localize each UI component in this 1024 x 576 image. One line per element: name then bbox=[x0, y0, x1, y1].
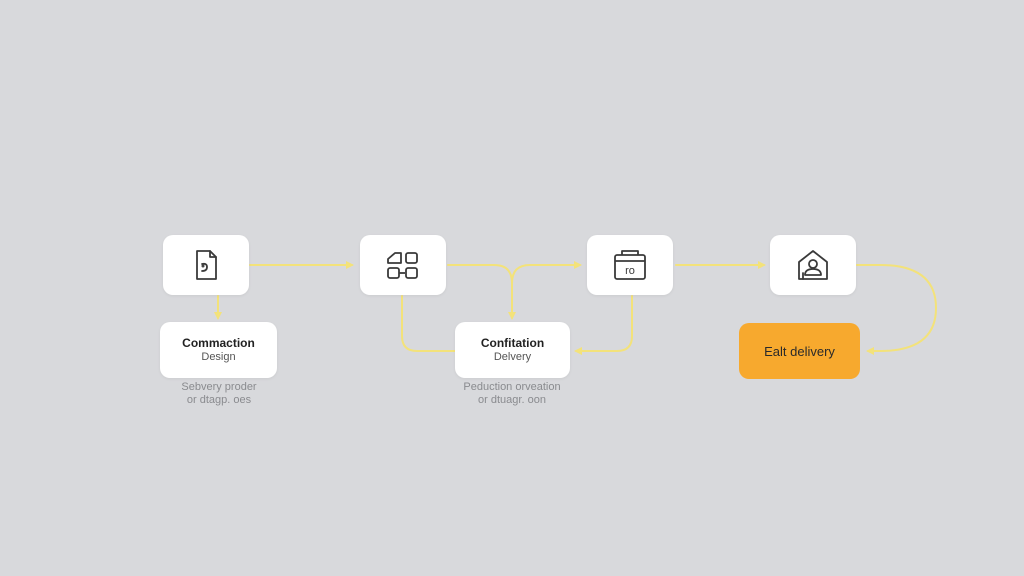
step-1-node bbox=[163, 235, 249, 295]
design-caption: Sebvery proder or dtagp. oes bbox=[149, 381, 289, 407]
confirmation-caption-line-2: or dtuagr. oon bbox=[478, 394, 546, 406]
confirmation-subtitle: Delvery bbox=[493, 351, 532, 363]
step-2-node bbox=[360, 235, 446, 295]
confirmation-title: Confitation bbox=[480, 336, 545, 350]
confirmation-label-box: Confitation Delvery bbox=[455, 322, 570, 378]
confirmation-caption-line-1: Peduction orveation bbox=[463, 381, 561, 393]
connector-2-to-3 bbox=[447, 261, 582, 284]
delivery-title: Ealt delivery bbox=[764, 343, 835, 359]
connector-2-to-confirmation bbox=[401, 295, 456, 352]
connector-4-to-delivery bbox=[856, 264, 938, 355]
delivery-box: Ealt delivery bbox=[739, 323, 860, 379]
home-user-icon bbox=[798, 250, 828, 280]
design-subtitle: Design bbox=[201, 351, 236, 363]
design-label-box: Commaction Design bbox=[160, 322, 277, 378]
confirmation-caption: Peduction orveation or dtuagr. oon bbox=[442, 381, 582, 407]
calendar-icon: ro bbox=[614, 250, 646, 280]
connector-3-to-confirmation bbox=[574, 295, 633, 355]
design-caption-line-2: or dtagp. oes bbox=[186, 394, 252, 406]
document-icon bbox=[196, 250, 217, 280]
design-caption-line-1: Sebvery proder bbox=[181, 381, 257, 393]
component-grid-icon bbox=[387, 252, 418, 279]
step-3-node: ro bbox=[587, 235, 673, 295]
step-4-node bbox=[770, 235, 856, 295]
design-title: Commaction bbox=[182, 336, 255, 350]
calendar-icon-text: ro bbox=[625, 265, 635, 277]
